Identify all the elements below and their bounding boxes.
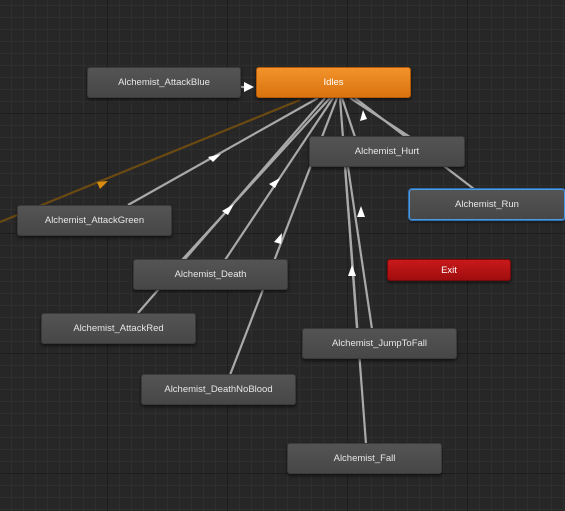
transition-hurt-idles-a[interactable] — [340, 97, 357, 138]
state-run-selected[interactable]: Alchemist_Run — [409, 189, 565, 220]
state-attack-green[interactable]: Alchemist_AttackGreen — [17, 205, 172, 236]
arrow-death-a — [269, 178, 280, 188]
state-attack-blue[interactable]: Alchemist_AttackBlue — [87, 67, 241, 98]
state-death-no-blood[interactable]: Alchemist_DeathNoBlood — [141, 374, 296, 405]
state-fall[interactable]: Alchemist_Fall — [287, 443, 442, 474]
arrow-jumptofall-a — [348, 265, 356, 276]
state-hurt[interactable]: Alchemist_Hurt — [309, 136, 465, 167]
transition-attackgreen-idles[interactable] — [127, 97, 319, 206]
state-attack-red[interactable]: Alchemist_AttackRed — [41, 313, 196, 344]
state-idles-default[interactable]: Idles — [256, 67, 411, 98]
arrow-jumptofall-b — [357, 206, 365, 217]
arrow-attackred — [222, 204, 234, 215]
state-death[interactable]: Alchemist_Death — [133, 259, 288, 290]
entry-arrow — [97, 181, 108, 189]
arrow-into-idles — [244, 82, 254, 92]
arrow-deathnoblood — [274, 233, 282, 244]
transition-jumptofall-idles-b[interactable] — [346, 166, 374, 330]
state-jump-to-fall[interactable]: Alchemist_JumpToFall — [302, 328, 457, 359]
arrow-hurt — [360, 110, 367, 121]
state-exit[interactable]: Exit — [387, 259, 511, 281]
arrow-attackgreen — [208, 154, 221, 162]
entry-transition-line[interactable] — [0, 98, 301, 224]
